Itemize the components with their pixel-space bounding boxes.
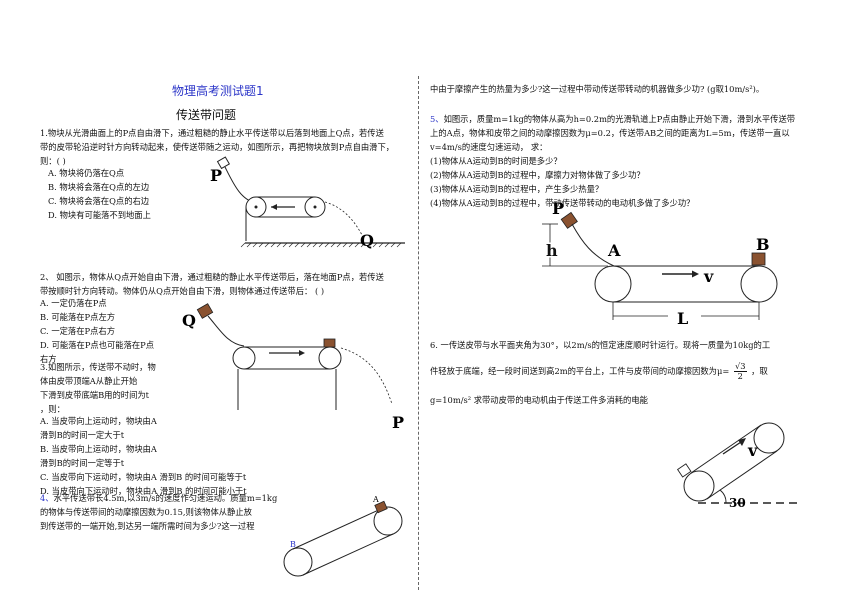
q1-line: 1.物块从光滑曲面上的P点自由滑下，通过粗糙的静止水平传送带以后落到地面上Q点，… [40,128,384,138]
q3-line: 体由皮带顶端A从静止开始 [40,376,138,386]
q1-option-a: A. 物块将仍落在Q点 [48,168,125,178]
q1-options: A. 物块将仍落在Q点 B. 物块将会落在Q点的左边 C. 物块将会落在Q点的右… [48,166,151,222]
q5-line: v=4m/s的速度匀速运动， 求： [430,142,548,152]
q2-label-p: P [392,413,404,432]
q1-line: 带的皮带轮沿逆时针方向转动起来，使传送带随之运动，如图所示，再把物块放到P点自由… [40,142,395,152]
q6-label-angle: 30 [729,496,746,510]
q3-line: 下滑到皮带底端B用的时间为t [40,390,149,400]
page-title: 物理高考测试题1 [172,84,264,98]
q5-label-h: h [546,241,558,260]
q4-line: 到传送带的一端开始,到达另一端所需时间为多少?这一过程 [40,521,255,531]
q5-question-3: (3)物体从A运动到B的过程中，产生多少热量？ [430,184,604,194]
q6-fraction-numerator: √3 [733,361,747,372]
q5-question-2: (2)物体从A运动到B的过程中，摩擦力对物体做了多少功？ [430,170,645,180]
q1-text: 1.物块从光滑曲面上的P点自由滑下，通过粗糙的静止水平传送带以后落到地面上Q点，… [40,126,394,168]
q6-line-3: g=10m/s² 求带动皮带的电动机由于传送工件多消耗的电能 [430,395,648,405]
q5-figure: P h A B v L [542,199,778,328]
q5-question-1: (1)物体从A运动到B的时间是多少？ [430,156,562,166]
q2-label-q: Q [182,311,196,330]
q4-figure: A B [283,495,403,577]
q6-line-2: 件轻放于底端，经一段时间送到高2m的平台上，工件与皮带间的动摩擦因数为μ= √3… [430,362,768,381]
q4-number: 4、 [40,493,54,503]
q3-line: ，则： [40,404,65,414]
q5-number: 5、 [430,114,444,124]
q5-line: 如图示，质量m=1kg的物体从高为h=0.2m的光滑轨道上P点由静止开始下滑，滑… [443,114,796,124]
q3-option-a: A. 当皮带向上运动时，物块由A [40,416,157,426]
q1-option-c: C. 物块将会落在Q点的右边 [48,196,150,206]
q1-option-d: D. 物块有可能落不到地面上 [48,210,151,220]
q3-option-a-cont: 滑到B的时间一定大于t [40,430,125,440]
q4-line: 水平传送带长4.5m,以3m/s的速度作匀速运动。质量m=1kg [53,493,278,503]
q6-fraction-denominator: 2 [737,371,743,381]
q6-line-2-a: 件轻放于底端，经一段时间送到高2m的平台上，工件与皮带间的动摩擦因数为μ= [430,366,730,376]
q5-text: 5、如图示，质量m=1kg的物体从高为h=0.2m的光滑轨道上P点由静止开始下滑… [430,112,795,210]
q1-label-q: Q [360,231,374,250]
q3-option-c: C. 当皮带向下运动时，物块由A 滑到B 的时间可能等于t [40,472,247,482]
q2-figure: Q P [182,303,404,432]
q2-option-d-cont: 右方 [40,354,57,364]
q6-figure: v 30 [676,422,802,510]
q3-text: 3.如图所示，传送带不动时，物 体由皮带顶端A从静止开始 下滑到皮带底端B用的时… [40,360,156,416]
q1-line: 则：( ) [40,156,66,166]
q3-line: 3.如图所示，传送带不动时，物 [40,362,156,372]
q2-line: 带按顺时针方向转动。物体仍从Q点开始自由下滑，则物体通过传送带后： ( ) [40,286,325,296]
q2-option-c: C. 一定落在P点右方 [40,326,115,336]
q4-text: 4、水平传送带长4.5m,以3m/s的速度作匀速运动。质量m=1kg 的物体与传… [40,491,277,533]
q5-question-4: (4)物体从A运动到B的过程中，带动传送带转动的电动机多做了多少功？ [430,198,695,208]
q2-text: 2、 如图示，物体从Q点开始自由下滑，通过粗糙的静止水平传送带后，落在地面P点，… [40,270,384,298]
q4-label-b: B [290,540,296,549]
q4-label-a: A [372,495,379,504]
q2-line: 2、 如图示，物体从Q点开始自由下滑，通过粗糙的静止水平传送带后，落在地面P点，… [40,272,384,282]
q4-line: 的物体与传送带间的动摩擦因数为0.15,则该物体从静止放 [40,507,252,517]
q2-options: A. 一定仍落在P点 B. 可能落在P点左方 C. 一定落在P点右方 D. 可能… [40,296,154,366]
q3-option-b: B. 当皮带向上运动时，物块由A [40,444,157,454]
q5-label-v: v [703,267,714,286]
q2-option-d: D. 可能落在P点也可能落在P点 [40,340,155,350]
q1-label-p: P [210,166,222,185]
q1-figure: P Q [210,156,405,250]
q5-line: 上的A点，物体和皮带之间的动摩擦因数为μ=0.2，传送带AB之间的距离为L=5m… [430,128,790,138]
q2-option-b: B. 可能落在P点左方 [40,312,116,322]
q6-label-v: v [747,441,758,460]
q6-fraction: √3 2 [733,361,747,381]
q5-label-b: B [756,235,770,254]
q5-label-a: A [607,241,621,260]
q3-options: A. 当皮带向上运动时，物块由A 滑到B的时间一定大于t B. 当皮带向上运动时… [40,414,247,498]
q6-line-1: 6. 一传送皮带与水平面夹角为30°，以2m/s的恒定速度顺时针运行。现将一质量… [430,340,771,350]
q6-line-2-b: ，取 [751,366,768,376]
q1-option-b: B. 物块将会落在Q点的左边 [48,182,150,192]
q3-option-b-cont: 滑到B的时间一定等于t [40,458,125,468]
column-divider [418,76,420,590]
section-subtitle: 传送带问题 [176,108,237,122]
q5-label-p: P [552,199,564,218]
q3-option-d: D. 当皮带向下运动时，物块由A 滑到B 的时间可能小于t [40,486,247,496]
q2-option-a: A. 一定仍落在P点 [40,298,107,308]
q4-continuation: 中由于摩擦产生的热量为多少?这一过程中带动传送带转动的机器做多少功? (g取10… [430,84,765,94]
q5-label-l: L [677,309,688,328]
